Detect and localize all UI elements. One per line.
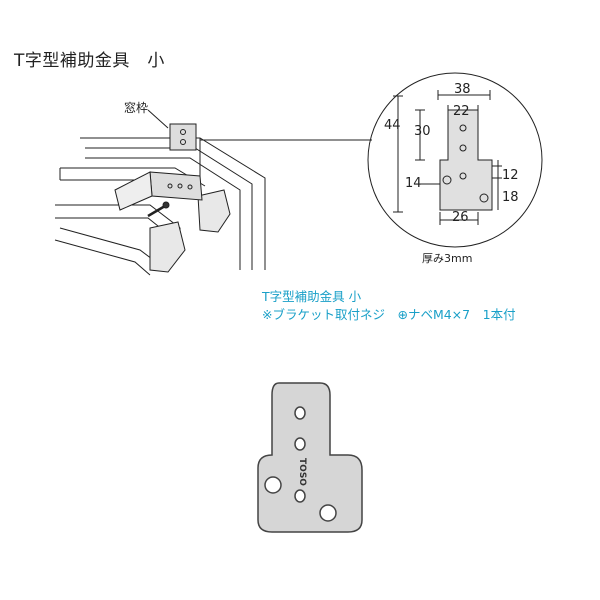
- dim-30: 30: [414, 124, 431, 139]
- installation-illustration: [54, 109, 372, 276]
- dim-44: 44: [384, 118, 401, 133]
- page-title: T字型補助金具 小: [14, 51, 165, 71]
- thickness-label: 厚み3mm: [422, 252, 473, 265]
- t-plate-detail: [439, 109, 493, 211]
- screw: [147, 204, 166, 218]
- hole-1: [459, 124, 467, 132]
- dim-26: 26: [452, 210, 469, 225]
- dim-14: 14: [405, 176, 422, 191]
- label-window-frame: 窓枠: [124, 101, 149, 115]
- caption-title: T字型補助金具 小: [262, 289, 362, 304]
- caption-screw-note: ※ブラケット取付ネジ ⊕ナベM4×7 1本付: [262, 307, 516, 322]
- engraving-text: TOSO: [297, 458, 307, 486]
- t-bracket-installed: [169, 123, 197, 151]
- window-frame-inner: [85, 147, 253, 270]
- hole-left: [442, 175, 452, 185]
- window-frame-outline: [80, 137, 266, 270]
- hole-right: [479, 193, 489, 203]
- detail-view: [367, 72, 543, 248]
- product-photo: [257, 382, 363, 533]
- dim-22: 22: [453, 104, 470, 119]
- hole-3: [459, 172, 467, 180]
- dim-38: 38: [454, 82, 471, 97]
- rail-bracket: [149, 171, 203, 201]
- detail-circle: [367, 72, 543, 248]
- end-cap-front: [149, 221, 186, 273]
- t-plate-photo: [257, 382, 363, 533]
- hole-2: [459, 144, 467, 152]
- end-cap-rear: [197, 189, 231, 233]
- dim-12: 12: [502, 168, 519, 183]
- dim-18: 18: [502, 190, 519, 205]
